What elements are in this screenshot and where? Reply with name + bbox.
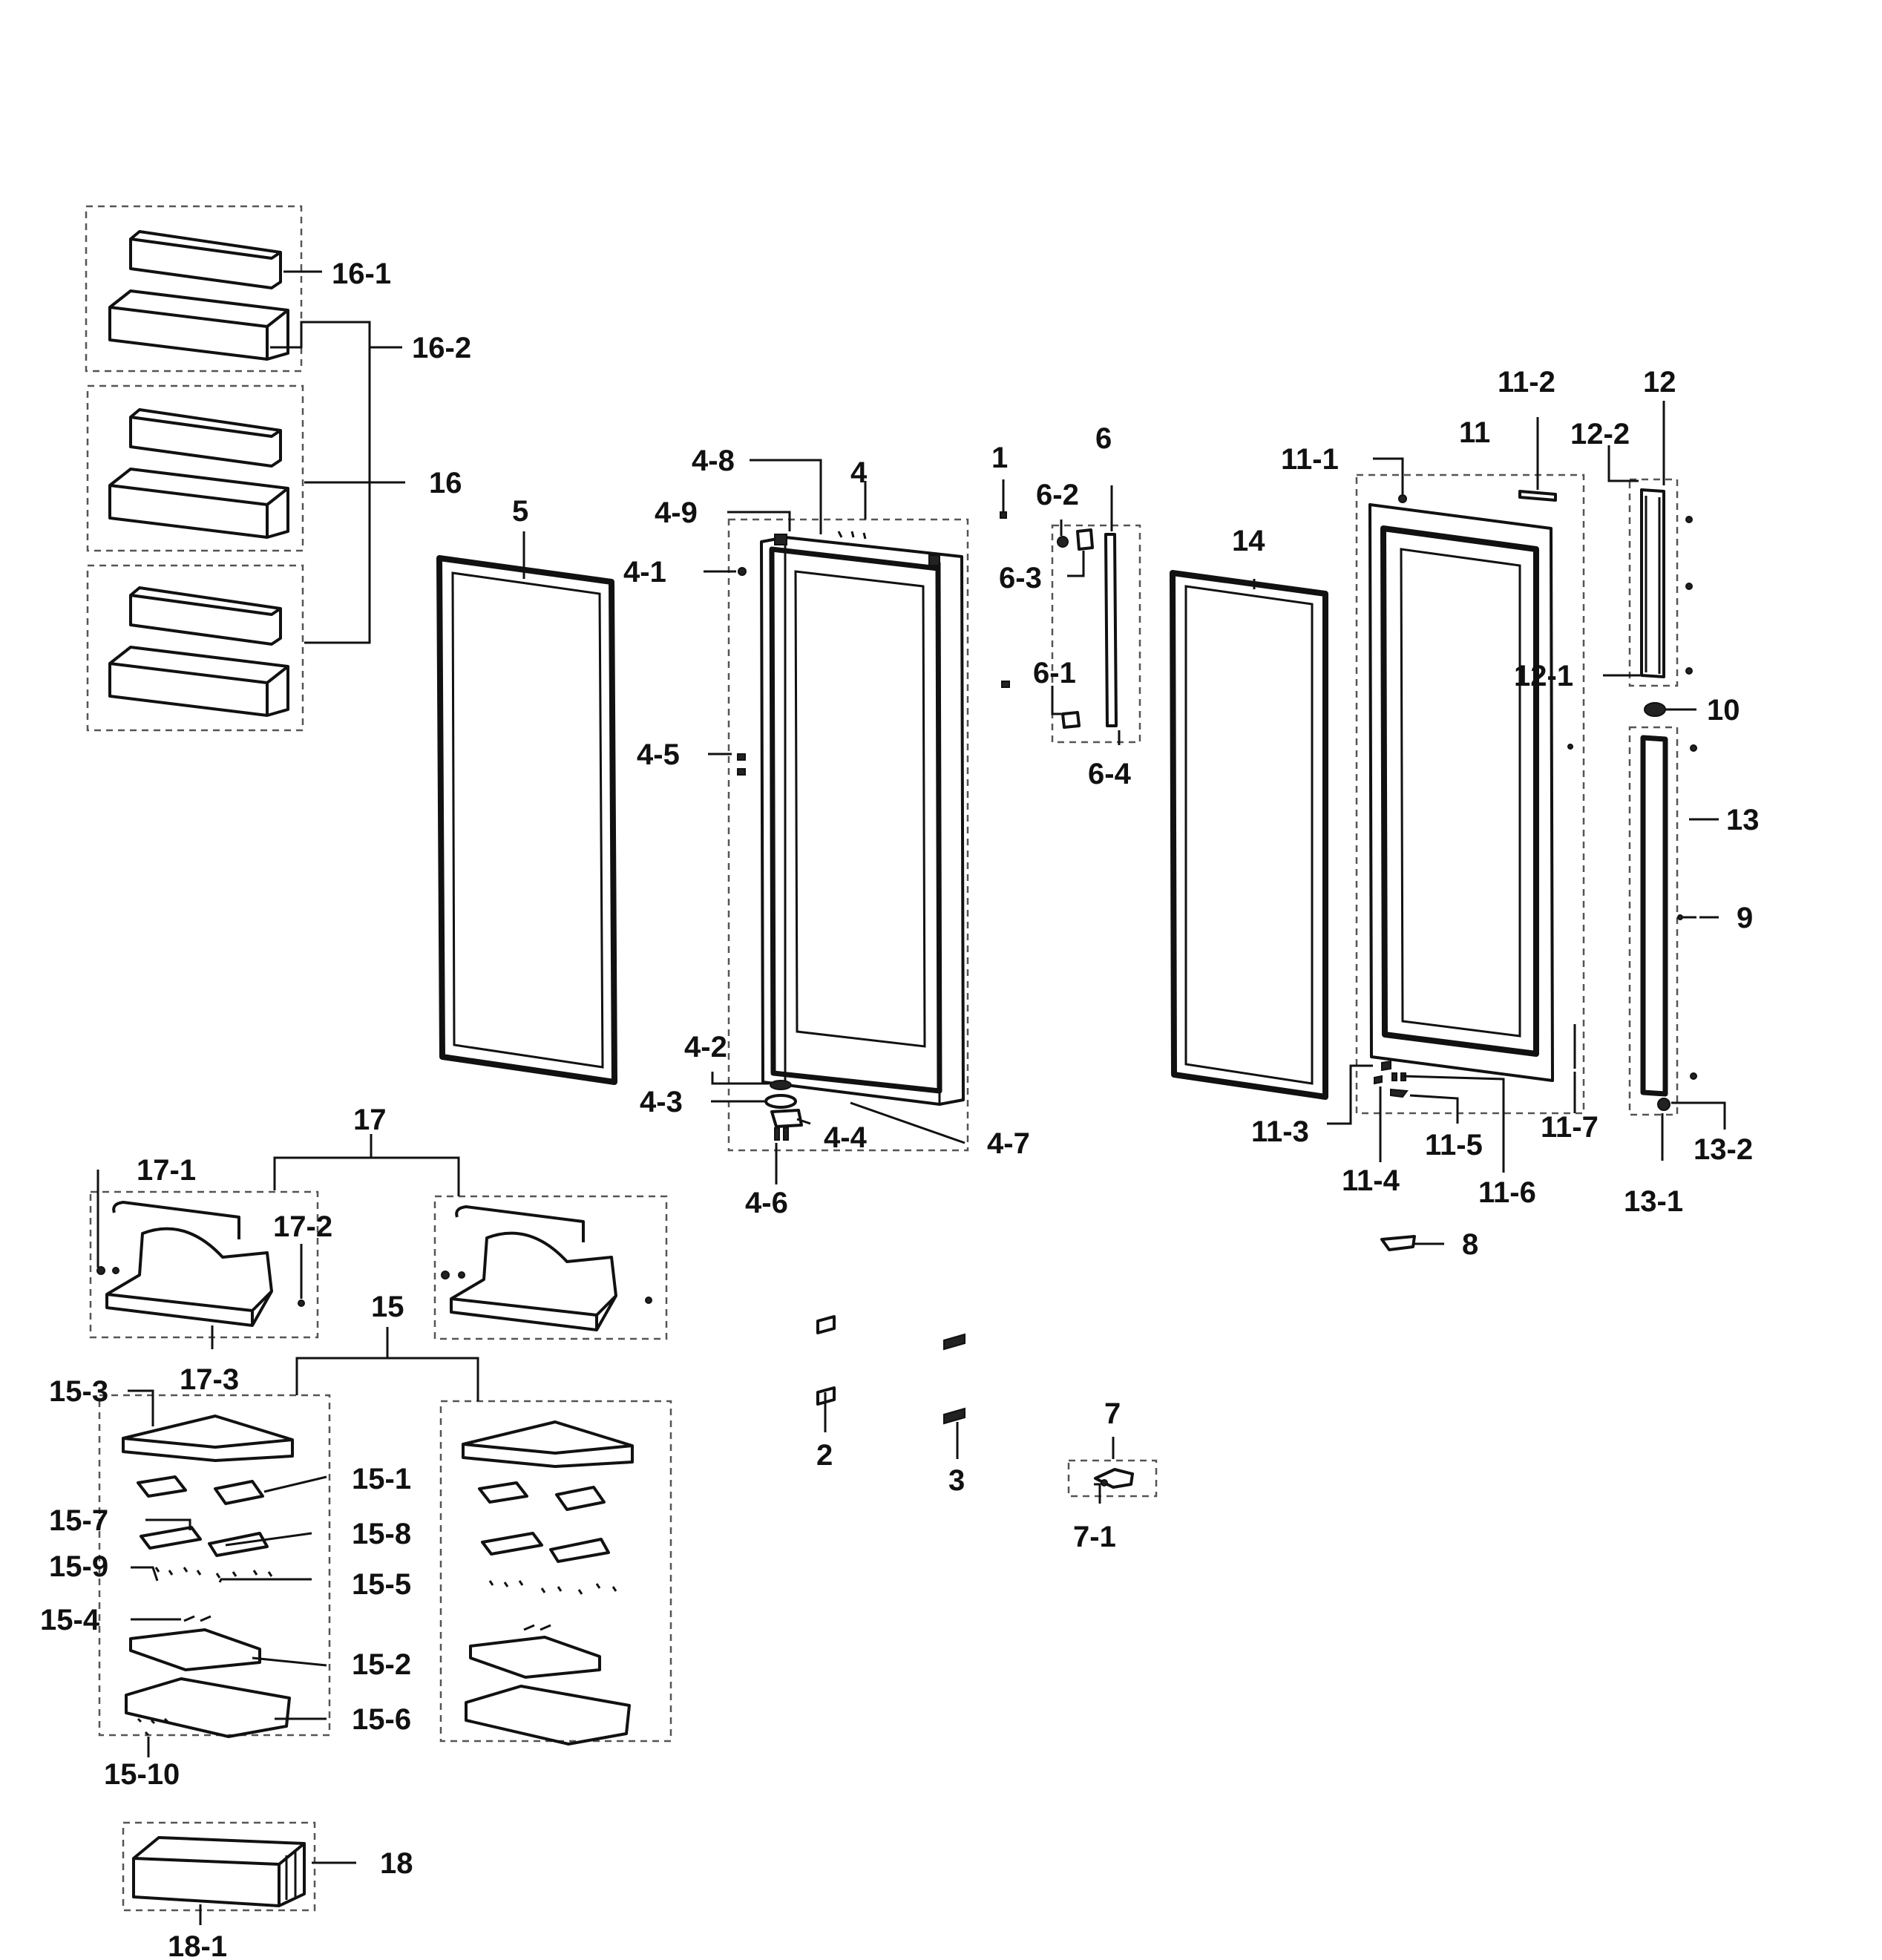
label-13-1: 13-1 <box>1624 1185 1683 1218</box>
group-box-7 <box>1067 1459 1158 1498</box>
part-8 <box>1380 1235 1416 1251</box>
label-3: 3 <box>948 1464 965 1497</box>
group-box-16-top <box>85 205 303 373</box>
label-12-1: 12-1 <box>1514 660 1573 692</box>
door-assembly-11 <box>1368 490 1576 1098</box>
door-gasket-5 <box>436 555 617 1085</box>
label-15-1: 15-1 <box>352 1463 411 1495</box>
group-box-18 <box>122 1821 316 1912</box>
bin-18 <box>132 1836 306 1907</box>
label-15-7: 15-7 <box>49 1504 108 1537</box>
handle-cap-10 <box>1644 702 1666 717</box>
group-box-16-bottom <box>86 564 304 732</box>
label-4-8: 4-8 <box>692 445 735 477</box>
group-box-4 <box>727 518 969 1152</box>
label-6-1: 6-1 <box>1033 657 1076 689</box>
label-7-1: 7-1 <box>1073 1521 1116 1553</box>
label-4-3: 4-3 <box>640 1086 683 1118</box>
label-17-3: 17-3 <box>180 1363 239 1396</box>
door-bin-set-mid <box>108 408 289 539</box>
label-15-10: 15-10 <box>104 1758 180 1791</box>
label-4-5: 4-5 <box>637 738 680 771</box>
label-7: 7 <box>1104 1397 1121 1430</box>
label-18: 18 <box>380 1847 413 1880</box>
label-15-6: 15-6 <box>352 1703 411 1736</box>
label-15-3: 15-3 <box>49 1375 108 1408</box>
bin-17-left <box>96 1201 305 1327</box>
label-11-2: 11-2 <box>1498 366 1555 399</box>
group-box-6 <box>1051 524 1141 744</box>
label-5: 5 <box>512 495 528 528</box>
group-box-17-left <box>89 1190 319 1339</box>
label-8: 8 <box>1462 1228 1478 1261</box>
label-4-2: 4-2 <box>684 1031 727 1063</box>
label-1: 1 <box>991 442 1008 474</box>
label-11-5: 11-5 <box>1425 1129 1483 1161</box>
label-11-6: 11-6 <box>1478 1176 1536 1209</box>
label-17: 17 <box>353 1104 387 1136</box>
label-18-1: 18-1 <box>168 1930 227 1960</box>
door-gasket-14 <box>1170 570 1328 1100</box>
label-6-3: 6-3 <box>999 562 1042 594</box>
label-16-1: 16-1 <box>332 258 391 290</box>
label-13: 13 <box>1726 804 1760 836</box>
label-15-2: 15-2 <box>352 1648 411 1681</box>
door-small-parts-4 <box>737 531 867 1141</box>
label-4-9: 4-9 <box>655 496 698 529</box>
leader-lines <box>96 270 1726 1925</box>
part-7 <box>1094 1468 1134 1489</box>
hinge-parts-6 <box>1000 511 1118 729</box>
label-15-8: 15-8 <box>352 1518 411 1550</box>
label-15-5: 15-5 <box>352 1568 411 1601</box>
label-4-6: 4-6 <box>745 1187 788 1219</box>
label-14: 14 <box>1232 525 1265 557</box>
label-6-2: 6-2 <box>1036 479 1079 511</box>
label-9: 9 <box>1737 902 1753 934</box>
group-box-17-right <box>433 1195 668 1340</box>
label-12-2: 12-2 <box>1570 418 1630 450</box>
label-4-7: 4-7 <box>987 1127 1030 1160</box>
label-6: 6 <box>1095 422 1112 455</box>
part-3 <box>943 1333 965 1425</box>
part-shapes <box>96 230 1697 1907</box>
shelf-15-left <box>122 1415 294 1738</box>
shelf-15-right <box>462 1420 634 1746</box>
label-17-1: 17-1 <box>137 1154 196 1187</box>
label-2: 2 <box>816 1439 833 1472</box>
group-box-16-mid <box>86 384 304 552</box>
label-11-4: 11-4 <box>1342 1164 1400 1197</box>
label-15-9: 15-9 <box>49 1550 108 1583</box>
door-assembly-4 <box>760 534 965 1106</box>
group-box-11 <box>1355 473 1585 1115</box>
label-15: 15 <box>371 1291 404 1323</box>
part-2 <box>816 1315 836 1406</box>
label-11-1: 11-1 <box>1281 443 1339 476</box>
group-box-13 <box>1628 726 1679 1116</box>
label-10: 10 <box>1707 694 1740 727</box>
group-box-12 <box>1628 478 1679 687</box>
label-12: 12 <box>1643 366 1676 399</box>
label-11-7: 11-7 <box>1541 1111 1599 1144</box>
label-13-2: 13-2 <box>1694 1133 1753 1166</box>
label-4-1: 4-1 <box>623 556 666 589</box>
group-boxes <box>85 205 1679 1912</box>
label-17-2: 17-2 <box>273 1210 332 1243</box>
label-11-3: 11-3 <box>1251 1115 1309 1148</box>
door-bin-set-top <box>108 230 289 361</box>
label-16: 16 <box>429 467 462 499</box>
callout-labels: 16-1 16-2 16 5 4-8 4 4-9 4-1 4-5 4-2 4-3… <box>40 258 1760 1960</box>
label-15-4: 15-4 <box>40 1604 100 1636</box>
handle-12 <box>1640 488 1693 678</box>
label-16-2: 16-2 <box>412 332 471 364</box>
handle-13 <box>1640 735 1697 1111</box>
label-4-4: 4-4 <box>824 1121 868 1154</box>
label-11: 11 <box>1459 416 1490 449</box>
door-bin-set-bottom <box>108 586 289 717</box>
label-4: 4 <box>850 456 868 489</box>
label-6-4: 6-4 <box>1088 758 1132 790</box>
bin-17-right <box>441 1205 652 1331</box>
